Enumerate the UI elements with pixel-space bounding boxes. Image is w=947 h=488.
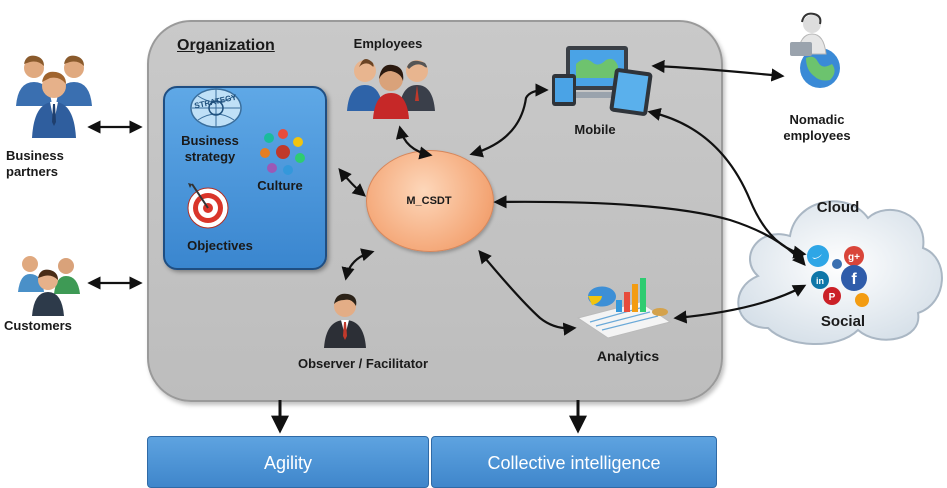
observer-label: Observer / Facilitator — [297, 356, 429, 371]
customers-label: Customers — [4, 318, 72, 333]
m-csdt-node — [366, 150, 494, 252]
arrow-mobile-nomadic — [651, 59, 785, 82]
svg-text:g+: g+ — [848, 252, 860, 263]
employees-label: Employees — [353, 36, 423, 51]
arrow-csdt-cloud — [493, 195, 806, 267]
nomadic-employee-globe-icon — [790, 12, 840, 88]
agility-box: Agility — [147, 436, 429, 488]
mobile-label: Mobile — [574, 122, 616, 137]
mobile-devices-icon — [552, 46, 653, 116]
arrow-culture-csdt — [338, 167, 367, 197]
arrow-csdt-analytics — [478, 249, 577, 336]
svg-text:P: P — [829, 292, 836, 303]
cloud-label: Cloud — [816, 199, 860, 216]
business-strategy-label: Business strategy — [181, 133, 239, 164]
arrow-csdt-mobile — [469, 83, 549, 158]
business-partners-label: Business partners — [6, 148, 64, 179]
culture-label: Culture — [257, 178, 303, 193]
arrow-mobile-cloud — [647, 107, 807, 259]
business-partners-icon — [16, 55, 92, 138]
analytics-label: Analytics — [596, 348, 660, 364]
arrow-analytics-cloud — [673, 284, 807, 324]
analytics-charts-icon — [576, 278, 672, 339]
observer-facilitator-icon — [324, 293, 366, 348]
arrow-observer-csdt — [341, 248, 375, 281]
strategy-globe-icon: STRATEGY — [190, 88, 242, 128]
objectives-label: Objectives — [187, 238, 253, 253]
employees-group-icon — [347, 59, 435, 119]
m-csdt-label: M_CSDT — [406, 195, 452, 207]
svg-text:in: in — [816, 276, 824, 286]
target-icon — [187, 183, 229, 229]
collective-intelligence-label: Collective intelligence — [487, 453, 661, 473]
social-label: Social — [820, 313, 866, 330]
svg-text:f: f — [851, 271, 857, 288]
agility-label: Agility — [263, 453, 312, 473]
customers-icon — [18, 256, 80, 316]
arrow-employees-csdt — [395, 125, 433, 160]
culture-people-circle-icon — [260, 129, 305, 175]
social-media-icons: g+ f in P — [807, 245, 869, 307]
collective-intelligence-box: Collective intelligence — [431, 436, 717, 488]
strategy-culture-objectives-box — [163, 86, 327, 270]
organization-title: Organization — [177, 37, 275, 54]
